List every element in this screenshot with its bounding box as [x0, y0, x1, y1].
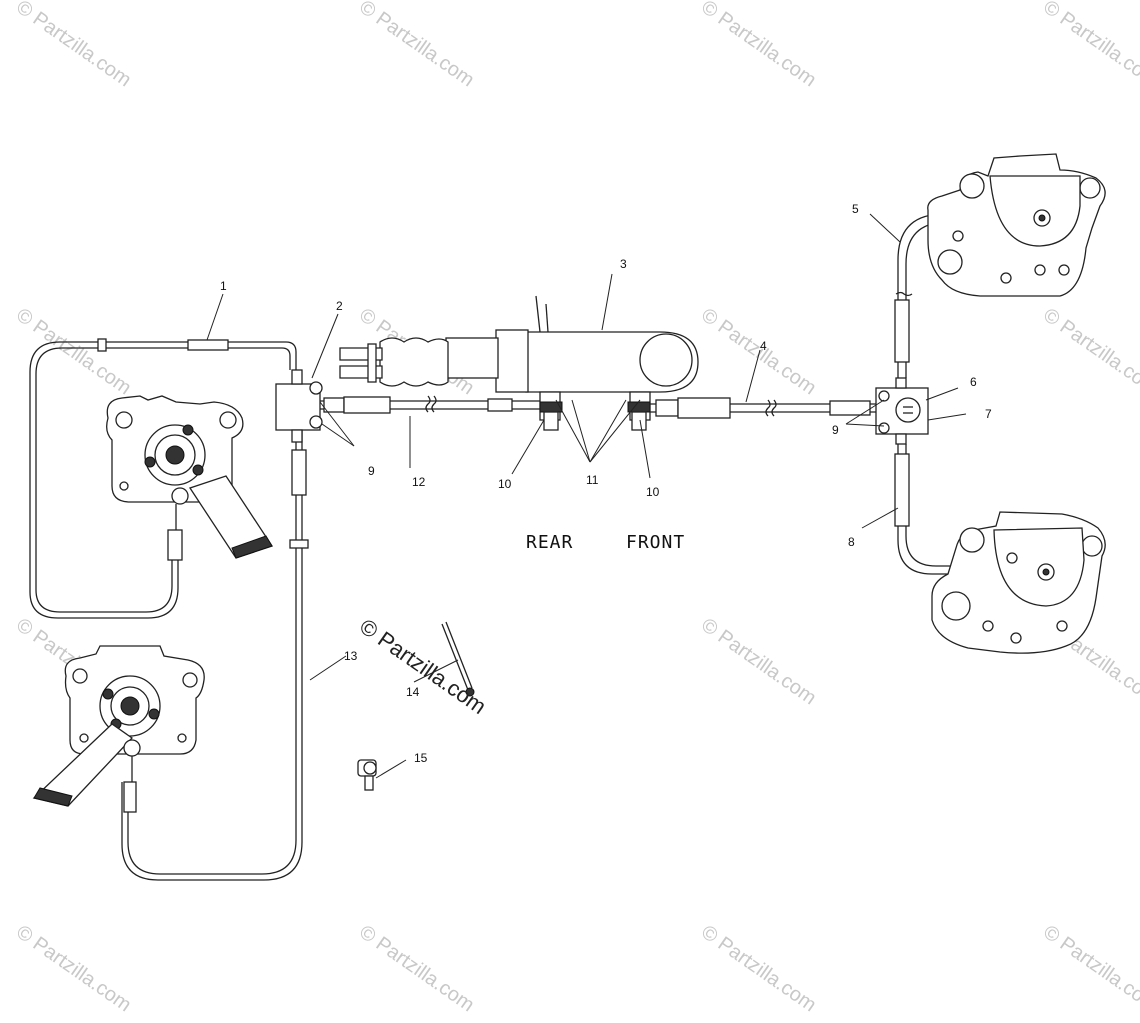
callout-6: 6: [970, 375, 977, 389]
watermark: © Partzilla.com: [1039, 921, 1140, 1016]
watermark: © Partzilla.com: [1039, 0, 1140, 91]
callouts: 1 2 3 4 5 6 7 8 9 9 10 10 11 12 13 14 15: [220, 202, 992, 765]
front-label: FRONT: [626, 532, 685, 553]
rear-label: REAR: [526, 532, 573, 553]
callout-11: 11: [586, 473, 599, 487]
part-15-bleeder: [357, 759, 377, 791]
watermark: © Partzilla.com: [12, 0, 135, 91]
callout-3: 3: [620, 257, 627, 271]
watermark: © Partzilla.com: [697, 304, 820, 399]
callout-10: 10: [498, 477, 512, 491]
junction-block-right: [875, 377, 929, 445]
watermark: © Partzilla.com: [697, 614, 820, 709]
callout-4: 4: [760, 339, 767, 353]
callout-9: 9: [832, 423, 839, 437]
brake-line-12: [320, 395, 540, 414]
watermark: © Partzilla.com: [697, 0, 820, 91]
front-caliper-upper: [927, 153, 1106, 297]
front-caliper-lower: [931, 511, 1106, 654]
callout-12: 12: [412, 475, 426, 489]
center-watermark: © Partzilla.com: [355, 614, 491, 720]
callout-7: 7: [985, 407, 992, 421]
rear-caliper-upper: [106, 395, 274, 559]
watermark: © Partzilla.com: [12, 921, 135, 1016]
rear-caliper-lower: [32, 645, 205, 807]
hose-13: [121, 430, 309, 881]
watermark-layer: © Partzilla.com © Partzilla.com © Partzi…: [12, 0, 1140, 1016]
callout-5: 5: [852, 202, 859, 216]
callout-14: 14: [406, 685, 420, 699]
junction-block-left: [275, 369, 323, 443]
callout-10: 10: [646, 485, 660, 499]
part-14-pin: [441, 621, 475, 697]
banjo-bolts: [539, 401, 651, 431]
callout-1: 1: [220, 279, 227, 293]
leader-lines: [206, 213, 967, 779]
watermark: © Partzilla.com: [1039, 304, 1140, 399]
watermark: © Partzilla.com: [355, 0, 478, 91]
hose-1: [29, 338, 297, 619]
callout-9: 9: [368, 464, 375, 478]
watermark: © Partzilla.com: [355, 921, 478, 1016]
callout-13: 13: [344, 649, 358, 663]
brake-line-4: [650, 397, 876, 419]
callout-15: 15: [414, 751, 428, 765]
watermark: © Partzilla.com: [697, 921, 820, 1016]
callout-8: 8: [848, 535, 855, 549]
callout-2: 2: [336, 299, 343, 313]
